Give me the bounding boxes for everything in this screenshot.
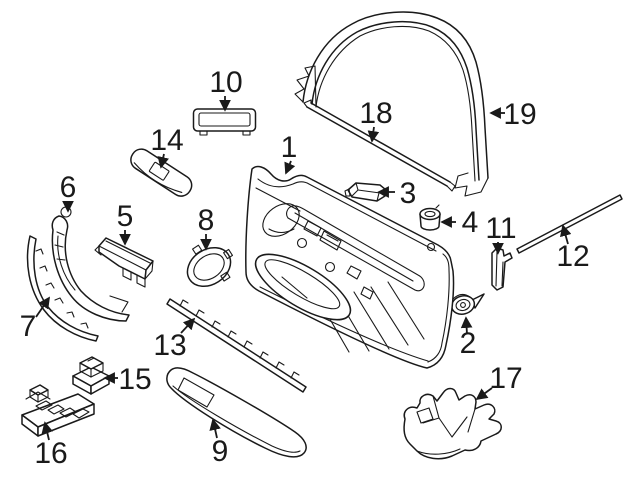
callout-11-label: 11	[485, 212, 516, 245]
callout-5-label: 5	[117, 200, 134, 233]
part-trim-strip-7	[26, 235, 99, 342]
callout-4-label: 4	[462, 206, 479, 239]
part-door-trim-panel	[245, 165, 455, 369]
callout-3-label: 3	[400, 177, 417, 210]
callout-19: 19	[489, 98, 537, 131]
callout-1-arrow	[284, 160, 296, 175]
part-clip-3	[344, 182, 387, 202]
callout-16-arrow	[41, 421, 53, 441]
callout-2-arrow	[460, 316, 473, 335]
callout-5: 5	[117, 200, 134, 246]
callout-15-label: 15	[118, 363, 151, 396]
callout-16-label: 16	[34, 437, 67, 470]
callout-10: 10	[209, 66, 243, 112]
callout-13-arrow	[180, 317, 196, 334]
callout-2: 2	[460, 316, 477, 360]
callout-9: 9	[209, 418, 229, 468]
callout-16: 16	[34, 421, 68, 470]
callout-19-label: 19	[503, 98, 536, 131]
callout-7-arrow	[35, 296, 50, 318]
callout-2-label: 2	[460, 327, 477, 360]
callout-1-label: 1	[281, 131, 298, 164]
callout-11: 11	[485, 212, 517, 255]
part-switch-pack	[21, 384, 95, 437]
callout-15: 15	[103, 363, 152, 396]
callout-7: 7	[20, 296, 50, 343]
callout-12-arrow	[560, 224, 572, 245]
callout-8: 8	[198, 204, 215, 251]
callout-7-label: 7	[20, 310, 37, 343]
part-tweeter-ring	[186, 244, 233, 288]
callouts: 1 2 3 4 5 6 7 8	[20, 66, 590, 470]
part-grommet	[419, 204, 441, 231]
callout-6-label: 6	[60, 171, 77, 204]
callout-14-arrow	[157, 153, 169, 169]
callout-17-arrow	[475, 387, 493, 401]
callout-6: 6	[60, 171, 77, 213]
callout-9-label: 9	[212, 435, 229, 468]
part-lock-rod	[516, 194, 623, 254]
callout-18-arrow	[367, 126, 380, 143]
callout-13-label: 13	[153, 329, 186, 362]
callout-9-arrow	[209, 418, 221, 439]
callout-14: 14	[150, 124, 184, 169]
callout-17: 17	[475, 362, 523, 401]
callout-8-label: 8	[198, 204, 215, 237]
callout-4: 4	[440, 206, 479, 239]
callout-18: 18	[359, 97, 393, 143]
part-window-switch	[72, 356, 110, 395]
part-tray	[192, 108, 257, 136]
part-clip-11	[491, 247, 513, 291]
callout-3: 3	[377, 177, 417, 210]
callout-18-label: 18	[359, 97, 392, 130]
callout-14-label: 14	[150, 124, 183, 157]
part-bracket	[403, 387, 502, 460]
callout-10-label: 10	[209, 66, 242, 99]
part-armrest	[166, 367, 307, 458]
callout-17-label: 17	[489, 362, 522, 395]
part-trim-piece-5	[94, 237, 154, 288]
callout-13: 13	[153, 317, 196, 362]
callout-12: 12	[556, 224, 590, 273]
part-fastener	[450, 293, 485, 315]
callout-1: 1	[281, 131, 298, 175]
part-beltline-strip	[303, 99, 456, 192]
part-lower-trim-strip	[166, 298, 307, 393]
callout-12-label: 12	[556, 240, 589, 273]
part-window-frame-seal	[294, 11, 489, 197]
